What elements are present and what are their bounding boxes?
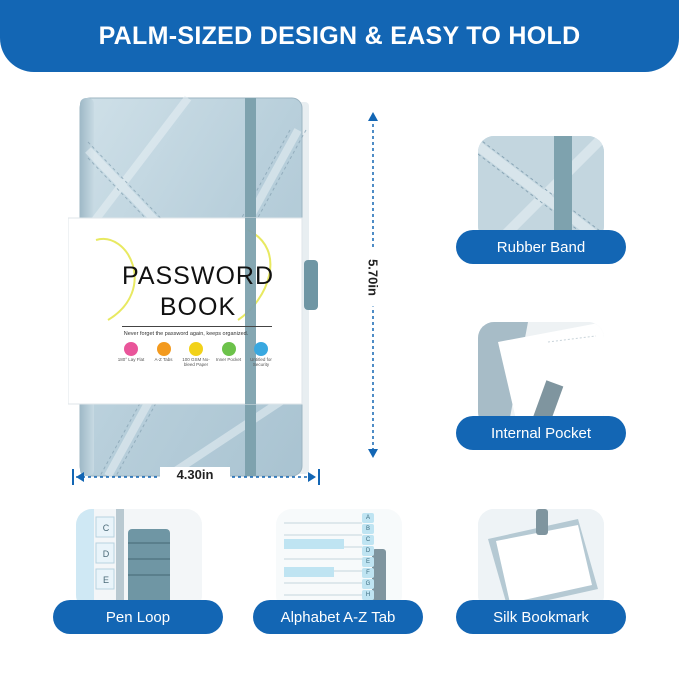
- pen-loop-image: C D E: [76, 509, 202, 611]
- silk-bookmark-photo: [478, 509, 604, 611]
- pen-loop-tab-letter: C: [102, 523, 110, 533]
- book-feature-1: A-Z Tabs: [149, 342, 179, 368]
- width-label: 4.30in: [160, 467, 230, 482]
- book-feature-label: 180° Lay Flat: [117, 357, 145, 362]
- alphabet-tab-letter: C: [362, 535, 374, 545]
- book-feature-label: Inner Pocket: [215, 357, 242, 362]
- book-cover: [67, 95, 318, 480]
- pen-loop-tab-letter: D: [102, 549, 110, 559]
- silk-bookmark-label: Silk Bookmark: [456, 600, 626, 634]
- book-feature-2: 100 GSM No-bleed Paper: [181, 342, 211, 368]
- rubber-band-photo: [478, 136, 604, 242]
- alphabet-tab-label: Alphabet A-Z Tab: [253, 600, 423, 634]
- alphabet-tab-letter: A: [362, 513, 374, 523]
- lock-icon: [254, 342, 268, 356]
- pen-loop-tabs: C D E: [98, 520, 114, 598]
- pen-loop-tab-letter: E: [102, 575, 109, 585]
- rubber-band-image: [478, 136, 604, 242]
- alphabet-tab-photo: [276, 509, 402, 611]
- book-features: 180° Lay Flat A-Z Tabs 100 GSM No-bleed Pa…: [116, 342, 276, 368]
- alphabet-tab-letter: H: [362, 590, 374, 600]
- book-feature-0: 180° Lay Flat: [116, 342, 146, 368]
- rubber-band-label: Rubber Band: [456, 230, 626, 264]
- pocket-icon: [221, 342, 236, 356]
- title-divider: [122, 326, 272, 327]
- height-arrow: [368, 112, 378, 458]
- pen-loop-photo: [76, 509, 202, 611]
- internal-pocket-photo: [478, 322, 604, 428]
- book-title-line1: PASSWORD: [122, 262, 274, 290]
- alphabet-tab-letter: B: [362, 524, 374, 534]
- pen-loop-label: Pen Loop: [53, 600, 223, 634]
- header-banner: PALM-SIZED DESIGN & EASY TO HOLD: [0, 0, 679, 72]
- internal-pocket-image: [478, 322, 604, 428]
- paper-icon: [189, 342, 203, 356]
- book-feature-4: Untitled for Security: [246, 342, 276, 368]
- height-dimension: 5.70in: [358, 112, 388, 458]
- width-dimension: 4.30in: [72, 462, 320, 492]
- height-label: 5.70in: [365, 248, 381, 307]
- internal-pocket-label: Internal Pocket: [456, 416, 626, 450]
- book-feature-label: Untitled for Security: [250, 357, 272, 367]
- alphabet-tab-letter: D: [362, 546, 374, 556]
- alphabet-tab-letter: G: [362, 579, 374, 589]
- book-feature-label: 100 GSM No-bleed Paper: [182, 357, 210, 367]
- banner-title: PALM-SIZED DESIGN & EASY TO HOLD: [98, 21, 581, 50]
- alphabet-tab-letter: E: [362, 557, 374, 567]
- book-title-line2: BOOK: [159, 293, 237, 321]
- silk-bookmark-image: [478, 509, 604, 611]
- az-tabs-icon: [156, 342, 171, 356]
- alphabet-tab-letter: F: [362, 568, 374, 578]
- lay-flat-icon: [124, 342, 138, 356]
- book-feature-3: Inner Pocket: [214, 342, 244, 368]
- book-tagline: Never forget the password again, keeps o…: [123, 331, 249, 337]
- password-book-image: PASSWORD BOOK Never forget the password …: [67, 90, 328, 490]
- book-feature-label: A-Z Tabs: [154, 357, 173, 362]
